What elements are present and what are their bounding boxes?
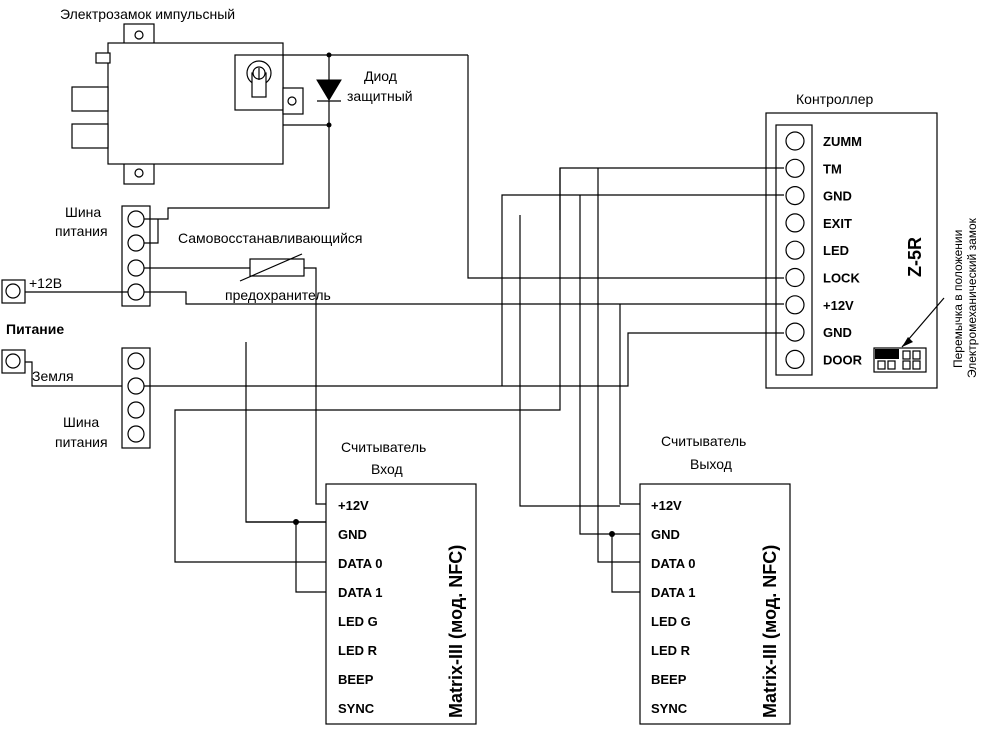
controller-terminal-label: LED	[823, 243, 849, 258]
diode-label-line1: Диод	[364, 68, 397, 84]
reader-pin-label: LED G	[651, 614, 691, 629]
key-cylinder-icon	[246, 60, 272, 98]
protective-diode: Диод защитный	[283, 52, 468, 128]
controller-terminal	[785, 322, 805, 342]
controller-terminal-label: DOOR	[823, 352, 863, 367]
wire-junction	[609, 531, 615, 537]
controller-terminal	[785, 213, 805, 233]
electric-lock: Электрозамок импульсный	[60, 6, 304, 185]
reader-pin-label: LED R	[651, 643, 691, 658]
jumper-block	[873, 297, 945, 373]
resettable-fuse: Самовосстанавливающийся предохранитель	[178, 230, 363, 303]
controller-title: Контроллер	[796, 91, 873, 107]
jumper-note-line2: Электромеханический замок	[965, 217, 979, 378]
controller-terminal-label: EXIT	[823, 216, 852, 231]
reader-pin-label: +12V	[651, 498, 682, 513]
reader-pin-label: DATA 0	[651, 556, 696, 571]
reader-out-model: Matrix-III (мод. NFC)	[760, 545, 780, 718]
reader-pin-label: DATA 1	[338, 585, 383, 600]
jumper-note-line1: Перемычка в положении	[951, 230, 965, 368]
reader-pin-label: GND	[651, 527, 680, 542]
fuse-label-line2: предохранитель	[225, 287, 331, 303]
reader-pin-label: BEEP	[338, 672, 374, 687]
controller-terminal-label: +12V	[823, 298, 854, 313]
reader-out-title-line2: Выход	[690, 456, 732, 472]
reader-pin-label: LED G	[338, 614, 378, 629]
plus12-label: +12В	[29, 275, 62, 291]
diode-label-line2: защитный	[347, 88, 413, 104]
reader-pin-label: BEEP	[651, 672, 687, 687]
controller-terminal	[785, 295, 805, 315]
reader-pin-label: +12V	[338, 498, 369, 513]
bus-bottom-label-line2: питания	[55, 434, 108, 450]
controller-terminal	[785, 186, 805, 206]
ground-label: Земля	[32, 368, 74, 384]
reader-exit: Считыватель Выход +12V GND DATA 0 DATA 1 LED…	[639, 433, 791, 725]
reader-pin-label: DATA 1	[651, 585, 696, 600]
wiring	[144, 55, 784, 593]
reader-out-pins: +12V GND DATA 0 DATA 1 LED G LED R BEEP SYNC	[651, 498, 696, 716]
reader-pin-label: GND	[338, 527, 367, 542]
controller-terminal-label: ZUMM	[823, 134, 862, 149]
lock-title: Электрозамок импульсный	[60, 6, 235, 22]
controller-terminal-label: TM	[823, 161, 842, 176]
controller-terminal-label: LOCK	[823, 271, 860, 286]
bus-bottom-label-line1: Шина	[63, 414, 99, 430]
reader-out-title-line1: Считыватель	[661, 433, 746, 449]
reader-in-model: Matrix-III (мод. NFC)	[446, 545, 466, 718]
reader-in-pins: +12V GND DATA 0 DATA 1 LED G LED R BEEP SYNC	[338, 498, 383, 716]
controller-terminal-block: ZUMM TM GND EXIT LED LOCK +12V GND DOOR	[785, 131, 863, 369]
reader-in-title-line1: Считыватель	[341, 439, 426, 455]
controller-model: Z-5R	[905, 237, 925, 277]
bus-top-label-line2: питания	[55, 223, 108, 239]
reader-pin-label: DATA 0	[338, 556, 383, 571]
bus-top-label-line1: Шина	[65, 204, 101, 220]
reader-entry: Считыватель Вход +12V GND DATA 0 DATA 1 LED …	[325, 439, 477, 725]
controller-terminal	[785, 158, 805, 178]
reader-pin-label: LED R	[338, 643, 378, 658]
fuse-label-line1: Самовосстанавливающийся	[178, 230, 363, 246]
controller-terminal-label: GND	[823, 189, 852, 204]
power-section: Шина питания +12В Питание Земля Шина пит…	[1, 204, 151, 450]
reader-pin-label: SYNC	[338, 701, 375, 716]
controller-z5r: Контроллер ZUMM TM GND EXIT LED LOCK +12V GND DO…	[765, 91, 979, 389]
controller-terminal-label: GND	[823, 325, 852, 340]
reader-pin-label: SYNC	[651, 701, 688, 716]
reader-in-title-line2: Вход	[371, 461, 403, 477]
wire-junction	[293, 519, 299, 525]
controller-terminal	[785, 131, 805, 151]
controller-terminal	[785, 240, 805, 260]
controller-terminal	[785, 349, 805, 369]
power-section-label: Питание	[6, 321, 64, 337]
controller-terminal	[785, 267, 805, 288]
